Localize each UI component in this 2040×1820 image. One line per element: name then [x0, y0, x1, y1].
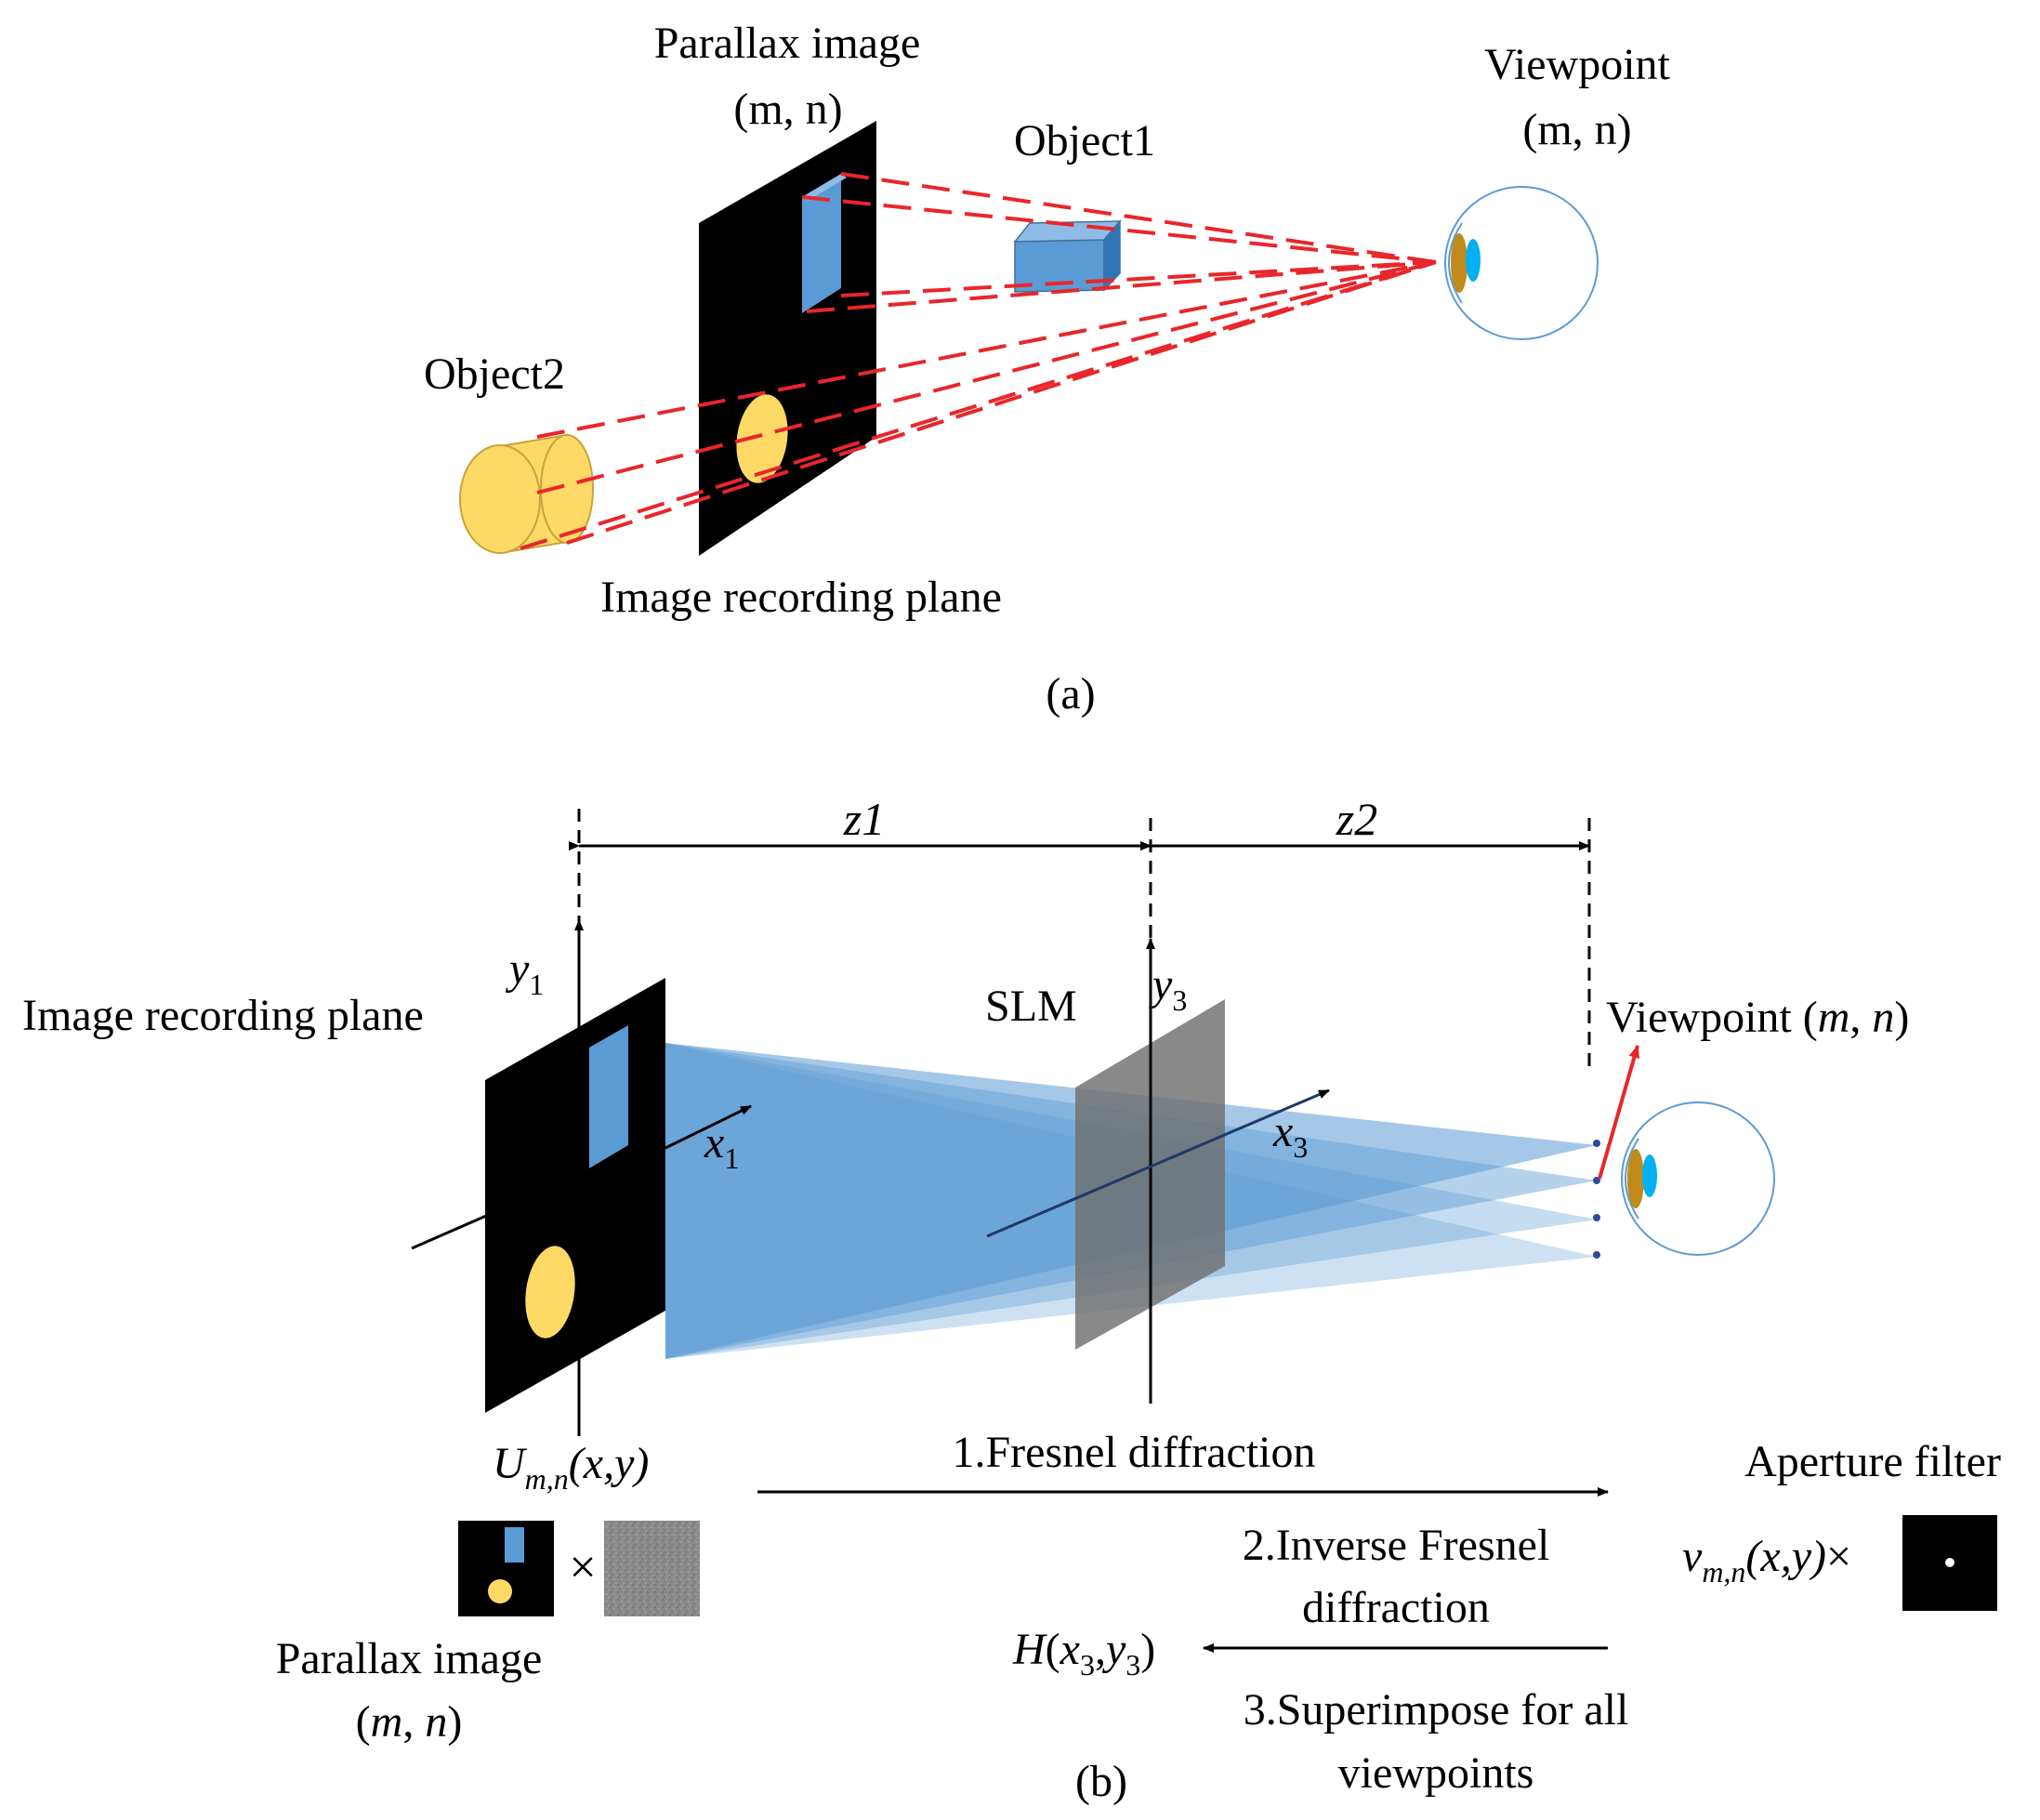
step3-line1: 3.Superimpose for all: [1244, 1685, 1629, 1734]
random-phase-thumbnail: [604, 1521, 700, 1616]
parallax-thumbnail: [458, 1521, 554, 1616]
viewpoint-label-b: Viewpoint (m, n): [1606, 993, 1909, 1042]
step2-line2: diffraction: [1302, 1583, 1490, 1632]
x1-axis-back: [411, 1211, 494, 1250]
recording-plane-label-a: Image recording plane: [600, 573, 1002, 622]
recording-plane-a: [699, 121, 876, 556]
object2-label: Object2: [424, 349, 565, 399]
recording-plane-label-b: Image recording plane: [22, 991, 424, 1040]
reference-dashes: [577, 809, 1591, 1069]
x3-axis-label: x3: [1272, 1107, 1308, 1164]
z1-label: z1: [843, 793, 885, 845]
eye-b: [1621, 1101, 1775, 1256]
v-function-label: vm,n(x,y)×: [1682, 1532, 1851, 1589]
y1-axis-label: y1: [505, 944, 544, 1001]
viewpoint-dots: [1593, 1140, 1600, 1259]
slm-label: SLM: [985, 982, 1077, 1031]
eye-a: [1444, 186, 1599, 340]
caption-b: (b): [1075, 1757, 1127, 1806]
viewpoint-title-a: Viewpoint: [1484, 40, 1670, 89]
parallax-image-index-b: (m, n): [356, 1697, 463, 1747]
panel-b: z1 z2: [22, 793, 2001, 1806]
ray-lines: [520, 172, 1437, 550]
z2-label: z2: [1336, 793, 1377, 845]
object2-cylinder: [459, 433, 594, 555]
hologram-label: H(x3,y3): [1012, 1625, 1155, 1682]
caption-a: (a): [1046, 669, 1095, 719]
x1-axis-label: x1: [704, 1118, 739, 1175]
recording-plane-b: [485, 978, 665, 1413]
axes-b: [574, 919, 1330, 1436]
panel-a: Parallax image (m, n) Object1 Object2 Vi…: [424, 19, 1671, 719]
viewpoint-index-a: (m, n): [1522, 105, 1631, 154]
parallax-image-title-a: Parallax image: [654, 19, 921, 68]
step2-line1: 2.Inverse Fresnel: [1243, 1521, 1550, 1570]
viewpoint-red-arrow: [1598, 1045, 1640, 1180]
object1-label: Object1: [1014, 116, 1155, 165]
step1-label: 1.Fresnel diffraction: [952, 1428, 1315, 1477]
step3-line2: viewpoints: [1338, 1748, 1534, 1798]
multiply-sign-1: ×: [569, 1541, 596, 1594]
parallax-image-index-a: (m, n): [733, 85, 842, 134]
aperture-filter-thumbnail: [1902, 1515, 1997, 1611]
parallax-image-title-b: Parallax image: [276, 1634, 543, 1683]
y3-axis-label: y3: [1148, 960, 1187, 1017]
u-function-label: Um,n(x,y): [493, 1439, 649, 1496]
aperture-filter-title: Aperture filter: [1744, 1437, 2001, 1486]
